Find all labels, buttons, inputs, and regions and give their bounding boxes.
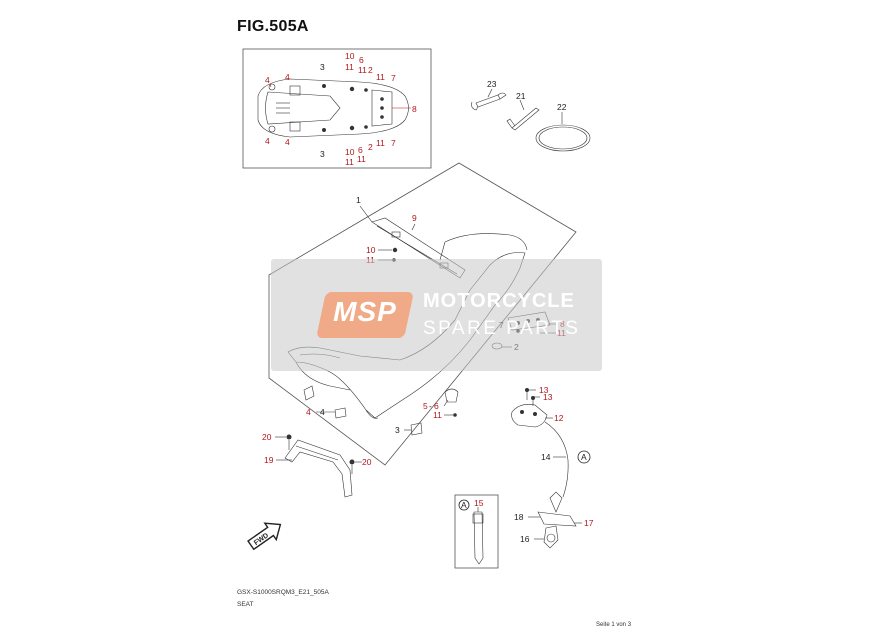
callout-inset-6a: 6 (359, 55, 364, 65)
callout-inset-10a: 10 (345, 51, 355, 61)
callout-seat-4a: 4 (306, 407, 311, 417)
figure-title: FIG.505A (237, 18, 309, 35)
callout-inset-3b: 3 (320, 149, 325, 159)
callout-lock-12: 12 (554, 413, 564, 423)
callout-tool-21: 21 (516, 91, 526, 101)
forward-arrow-icon: FWD (247, 522, 282, 551)
watermark-line2: SPARE PARTS (423, 318, 581, 339)
callout-seat-5: 5 (423, 401, 428, 411)
callout-lock-18: 18 (514, 512, 524, 522)
inset-ref-a: A (461, 500, 467, 510)
fwd-label: FWD (253, 532, 270, 547)
callout-inset-3a: 3 (320, 62, 325, 72)
callout-inset-7a: 7 (391, 73, 396, 83)
callout-inset-11b: 11 (358, 65, 367, 75)
callout-inset-10b: 10 (345, 147, 355, 157)
figure-name: SEAT (237, 601, 254, 608)
callout-inset-6b: 6 (358, 145, 363, 155)
callout-inset-4b: 4 (285, 72, 290, 82)
callout-tool-23: 23 (487, 79, 497, 89)
callout-seat-11c: 11 (433, 410, 442, 420)
inset-underside-view (242, 48, 432, 169)
page-indicator: Seite 1 von 3 (596, 622, 632, 628)
callout-inset-2b: 2 (368, 142, 373, 152)
callout-bracket-20b: 20 (362, 457, 372, 467)
callout-lock-13b: 13 (543, 392, 553, 402)
watermark-logo-text: MSP (333, 296, 397, 327)
callout-lock-17: 17 (584, 518, 594, 528)
connector-ref-a: A (581, 452, 587, 462)
callout-lock-14: 14 (541, 452, 551, 462)
callout-inset-11d: 11 (345, 157, 354, 167)
callout-inset-11c: 11 (376, 72, 385, 82)
watermark-line1: MOTORCYCLE (423, 290, 575, 312)
callout-inset-4d: 4 (285, 137, 290, 147)
callout-seat-1: 1 (356, 195, 361, 205)
callout-seat-6: 6 (434, 401, 439, 411)
callout-inset-7b: 7 (391, 138, 396, 148)
callout-inset-11a: 11 (345, 62, 354, 72)
callout-tool-22: 22 (557, 102, 567, 112)
callout-lock-16: 16 (520, 534, 530, 544)
callout-inset-4a: 4 (265, 75, 270, 85)
callout-inset-4c: 4 (265, 136, 270, 146)
rear-bracket (275, 434, 362, 498)
seat-lock-assembly: A (511, 388, 591, 549)
callout-inset-8: 8 (412, 104, 417, 114)
tool-parts (471, 88, 591, 152)
callout-seat-4b: 4 (320, 407, 325, 417)
callout-bracket-20a: 20 (262, 432, 272, 442)
callout-seat-5-6-dash: - (429, 401, 432, 411)
callout-seat-10: 10 (366, 245, 376, 255)
callout-lock-13a: 13 (539, 385, 549, 395)
callout-seat-3: 3 (395, 425, 400, 435)
callout-inset-2a: 2 (368, 65, 373, 75)
callout-seat-9: 9 (412, 213, 417, 223)
figure-code: GSX-S1000SRQM3_E21_505A (237, 589, 329, 596)
callout-inset-11e: 11 (376, 138, 385, 148)
inset-cable-band: A (454, 494, 499, 569)
callout-lock-15: 15 (474, 498, 484, 508)
callout-bracket-19: 19 (264, 455, 274, 465)
callout-inset-11f: 11 (357, 154, 366, 164)
